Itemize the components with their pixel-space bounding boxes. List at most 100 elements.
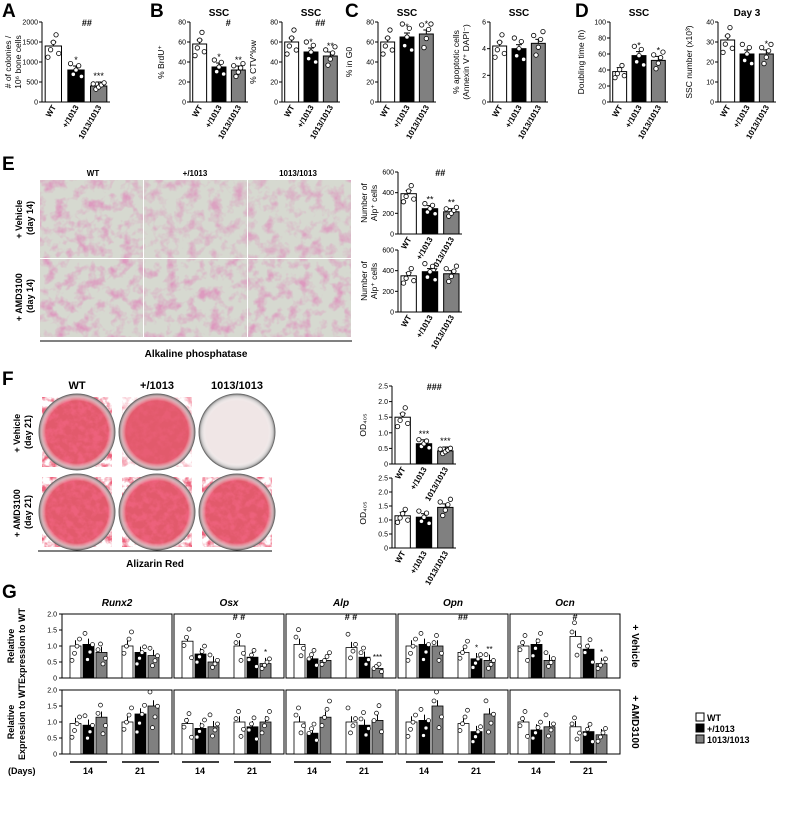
qpcr-point bbox=[520, 716, 525, 721]
x-tick-label: WT bbox=[399, 313, 413, 328]
qpcr-point bbox=[538, 719, 543, 725]
qpcr-point bbox=[546, 664, 551, 669]
data-point bbox=[638, 46, 644, 53]
y-tick-label: 500 bbox=[26, 80, 38, 87]
significance-star: * bbox=[425, 19, 429, 29]
qpcr-point bbox=[309, 726, 314, 732]
dish-rim bbox=[38, 393, 116, 471]
gene-frame bbox=[173, 689, 285, 755]
x-tick-label: WT bbox=[399, 235, 413, 250]
qpcr-point bbox=[358, 650, 364, 656]
qpcr-point bbox=[361, 645, 366, 651]
panel-f-row-vehicle-l2: (day 21) bbox=[23, 415, 33, 449]
data-point bbox=[286, 43, 292, 49]
data-point bbox=[76, 63, 82, 69]
data-point bbox=[216, 64, 222, 70]
data-point bbox=[518, 38, 524, 45]
qpcr-point bbox=[473, 734, 478, 740]
data-point bbox=[197, 37, 203, 43]
y-tick-label: 4 bbox=[482, 46, 486, 53]
qpcr-point bbox=[194, 734, 200, 740]
data-point bbox=[221, 71, 227, 77]
y-tick-label: 0 bbox=[482, 100, 486, 107]
day-label: 21 bbox=[471, 766, 481, 776]
y-tick-label: 2000 bbox=[22, 20, 38, 27]
y-tick-label: 2 bbox=[482, 73, 486, 80]
day-label: 14 bbox=[419, 766, 429, 776]
panel-letter-f: F bbox=[2, 369, 14, 390]
y-axis-label: % apoptotic cells(Annexin V⁺ DAPI⁻) bbox=[451, 24, 471, 100]
micrograph-stain bbox=[248, 259, 351, 337]
qpcr-point bbox=[264, 659, 270, 665]
qpcr-point bbox=[486, 665, 491, 671]
y-tick-label: 80 bbox=[366, 20, 374, 27]
qpcr-point bbox=[439, 714, 444, 720]
qpcr-point bbox=[129, 629, 134, 635]
y-tick-label: 2.0 bbox=[378, 399, 388, 406]
data-point bbox=[426, 26, 432, 33]
qpcr-point bbox=[207, 652, 213, 658]
legend-label-hom: 1013/1013 bbox=[707, 735, 750, 745]
y-tick-label: 1.0 bbox=[378, 430, 388, 437]
day-label: 21 bbox=[583, 766, 593, 776]
x-tick-label: +/1013 bbox=[624, 103, 644, 129]
y-axis-label-line: % in G0 bbox=[344, 47, 354, 78]
x-tick-label: WT bbox=[190, 103, 204, 118]
qpcr-point bbox=[85, 735, 90, 741]
x-tick-label: +/1013 bbox=[61, 103, 81, 129]
qpcr-point bbox=[212, 661, 218, 667]
qpcr-point bbox=[551, 721, 556, 727]
data-point bbox=[240, 60, 246, 67]
data-point bbox=[749, 60, 755, 67]
qpcr-bar bbox=[121, 645, 134, 679]
qpcr-point bbox=[301, 645, 306, 651]
y-axis-label-line: Alp⁺ cells bbox=[369, 185, 379, 221]
data-point bbox=[744, 51, 750, 57]
micrograph-stain bbox=[144, 259, 247, 337]
g-y-tick-label: 0 bbox=[53, 752, 57, 759]
qpcr-point bbox=[598, 734, 603, 740]
qpcr-point bbox=[405, 734, 411, 739]
qpcr-point bbox=[246, 657, 252, 662]
qpcr-point bbox=[345, 631, 351, 637]
data-point bbox=[400, 411, 406, 417]
y-axis-label: SSC number (x10³) bbox=[684, 25, 694, 98]
gene-title: Osx bbox=[220, 598, 239, 609]
gene-frame bbox=[509, 689, 621, 755]
y-tick-label: 40 bbox=[706, 20, 714, 27]
qpcr-point bbox=[142, 644, 147, 650]
data-point bbox=[614, 71, 620, 77]
qpcr-point bbox=[585, 726, 590, 732]
data-point bbox=[533, 52, 539, 58]
y-tick-label: 600 bbox=[382, 170, 394, 177]
data-point bbox=[238, 65, 244, 71]
significance-star: * bbox=[309, 37, 313, 47]
qpcr-point bbox=[376, 703, 382, 709]
y-tick-label: 40 bbox=[366, 60, 374, 67]
qpcr-point bbox=[371, 718, 377, 723]
significance-star: ** bbox=[448, 198, 456, 208]
x-tick-label: WT bbox=[393, 465, 407, 480]
qpcr-point bbox=[473, 660, 478, 666]
qpcr-point bbox=[147, 645, 153, 651]
qpcr-point bbox=[603, 656, 608, 662]
data-point bbox=[440, 512, 446, 519]
data-point bbox=[387, 27, 393, 33]
y-axis-label: OD₄₀₅ bbox=[358, 501, 368, 524]
data-point bbox=[78, 73, 85, 80]
qpcr-point bbox=[478, 724, 483, 730]
qpcr-point bbox=[309, 652, 314, 657]
data-point bbox=[722, 41, 728, 47]
qpcr-point bbox=[186, 626, 192, 632]
y-tick-label: 1500 bbox=[22, 40, 38, 47]
qpcr-point bbox=[189, 734, 194, 740]
data-point bbox=[514, 53, 520, 59]
qpcr-point bbox=[457, 728, 463, 733]
gene-frame bbox=[285, 613, 397, 679]
dish-rim bbox=[38, 473, 116, 551]
data-point bbox=[403, 193, 409, 199]
significance-star: ** bbox=[327, 41, 335, 51]
panel-e-col-wt: WT bbox=[87, 169, 100, 178]
qpcr-point bbox=[600, 659, 606, 665]
